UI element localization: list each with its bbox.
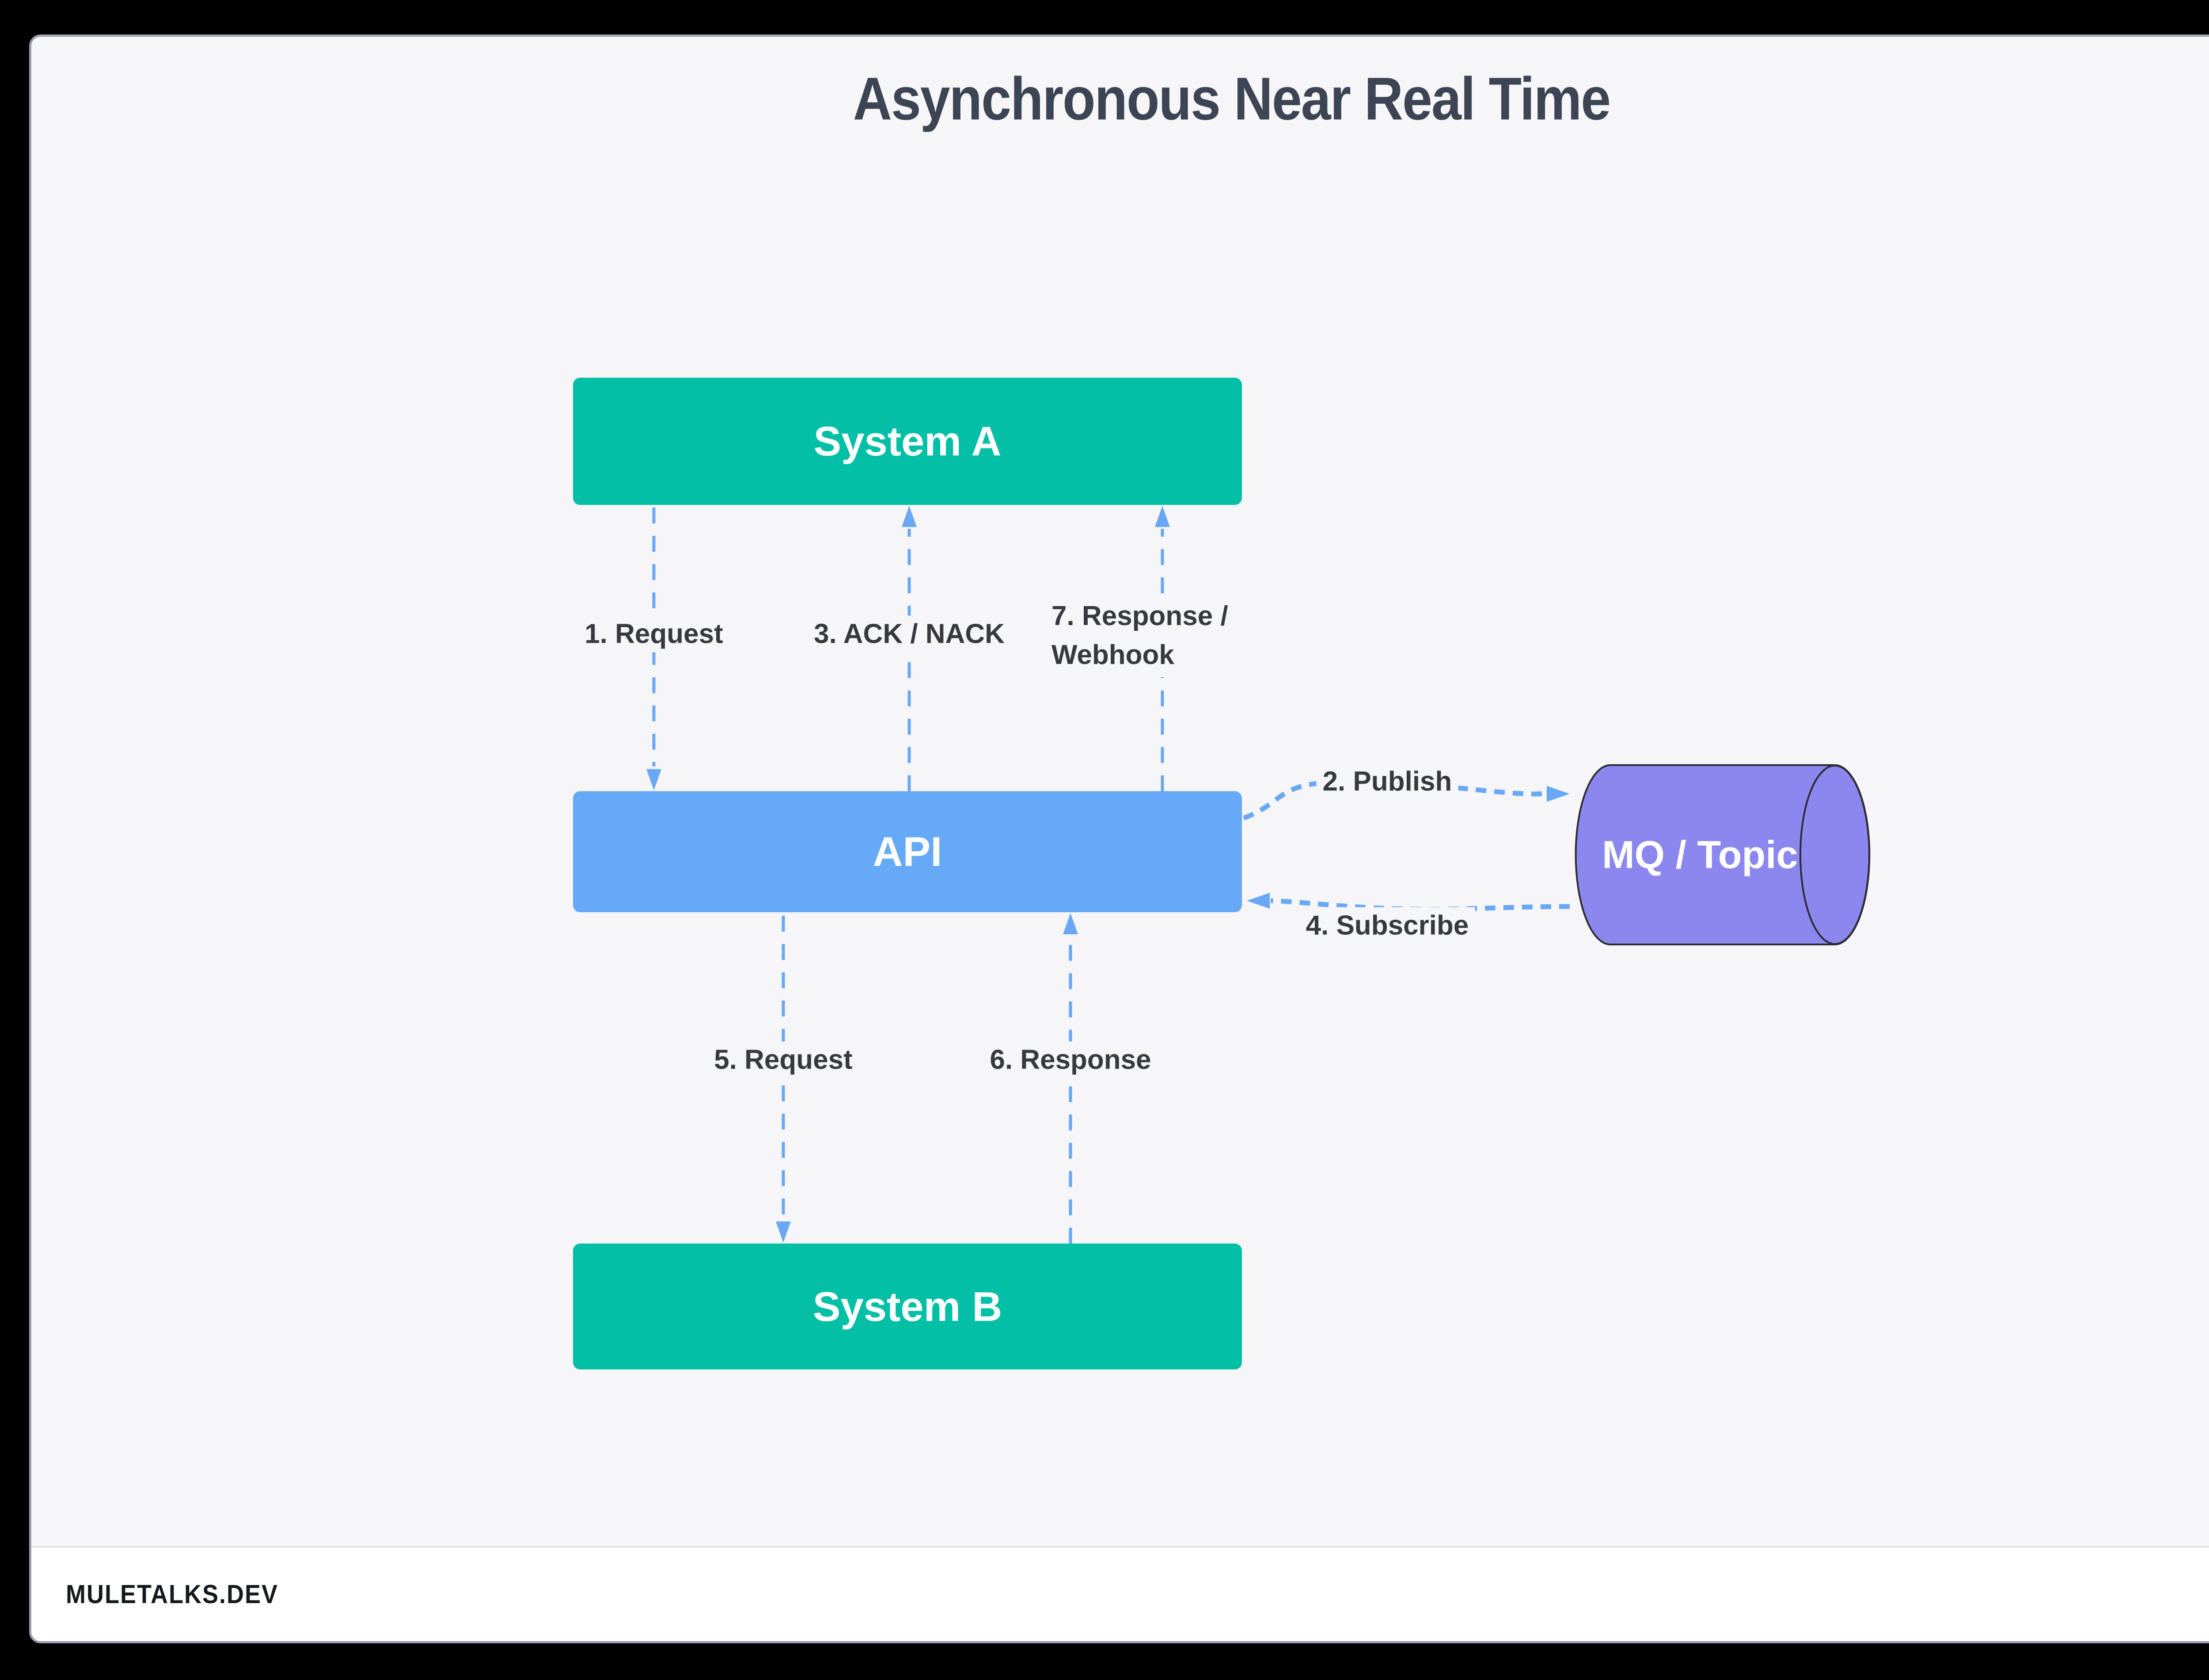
node-system-b: System B bbox=[573, 1244, 1242, 1369]
node-api-label: API bbox=[873, 828, 942, 875]
arrow-5-request-head bbox=[776, 1221, 791, 1243]
cylinder-shape-icon bbox=[1575, 764, 1871, 945]
node-mq-topic: MQ / Topic bbox=[1566, 760, 1871, 950]
label-7-response-webhook: 7. Response / Webhook bbox=[1045, 594, 1234, 677]
arrow-3-ack-nack-head bbox=[902, 506, 917, 527]
cylinder-cap bbox=[1799, 765, 1870, 945]
node-system-a: System A bbox=[573, 378, 1242, 505]
node-api: API bbox=[573, 791, 1242, 912]
label-5-request: 5. Request bbox=[708, 1041, 859, 1078]
label-1-request: 1. Request bbox=[578, 615, 729, 652]
diagram-canvas: Asynchronous Near Real Time System A API… bbox=[29, 34, 2209, 1643]
node-system-a-label: System A bbox=[813, 418, 1002, 464]
label-7-line-1: 7. Response / bbox=[1051, 601, 1228, 631]
site-url: MULETALKS.DEV bbox=[66, 1580, 278, 1609]
label-3-ack-nack: 3. ACK / NACK bbox=[808, 615, 1011, 652]
diagram-title: Asynchronous Near Real Time bbox=[853, 65, 1611, 133]
footer-bar: MULETALKS.DEV M MULE TALKS bbox=[31, 1546, 2209, 1641]
node-mq-topic-label: MQ / Topic bbox=[1602, 833, 1798, 876]
arrow-7-response-webhook-head bbox=[1155, 506, 1170, 527]
label-2-publish: 2. Publish bbox=[1316, 763, 1458, 800]
arrow-4-subscribe-head bbox=[1247, 893, 1270, 909]
label-7-line-2: Webhook bbox=[1051, 640, 1174, 670]
arrow-1-request-head bbox=[646, 769, 661, 790]
label-6-response: 6. Response bbox=[983, 1041, 1158, 1078]
label-4-subscribe: 4. Subscribe bbox=[1299, 907, 1475, 944]
node-system-b-label: System B bbox=[812, 1283, 1002, 1330]
arrow-6-response-head bbox=[1063, 913, 1078, 934]
